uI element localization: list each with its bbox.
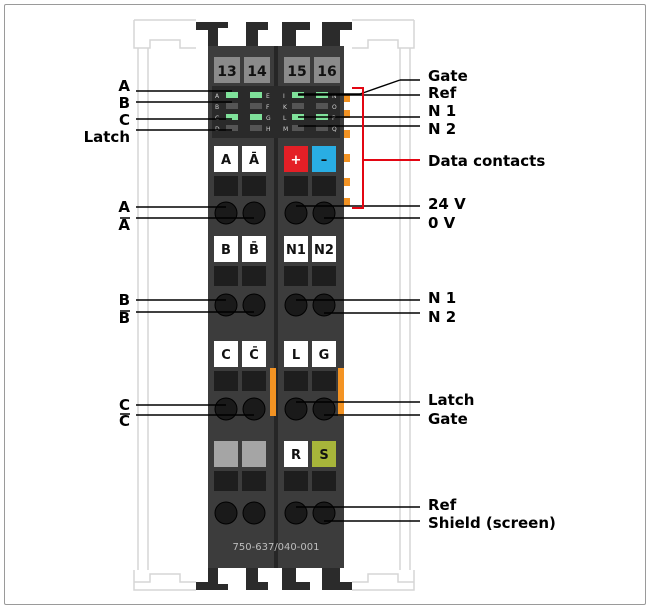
slot-numbers: 13 14 15 16 bbox=[214, 57, 340, 83]
tile-plus: + bbox=[291, 153, 302, 168]
slot-number-13: 13 bbox=[217, 64, 236, 80]
label-term-shield: Shield (screen) bbox=[428, 514, 556, 532]
label-led-gate: Gate bbox=[428, 67, 468, 85]
housing-divider bbox=[274, 46, 278, 568]
data-contact-pads bbox=[344, 94, 350, 206]
left-callout-lines bbox=[136, 90, 254, 416]
svg-text:P: P bbox=[332, 115, 336, 122]
label-led-latch: Latch bbox=[84, 128, 130, 146]
label-term-b: B bbox=[119, 291, 130, 309]
label-led-n1: N 1 bbox=[428, 102, 456, 120]
led-latch bbox=[226, 125, 238, 131]
svg-text:N: N bbox=[332, 93, 337, 100]
svg-text:I: I bbox=[283, 93, 285, 100]
svg-text:E: E bbox=[266, 93, 270, 100]
label-term-n2: N 2 bbox=[428, 308, 456, 326]
label-term-gate: Gate bbox=[428, 410, 468, 428]
label-0v: 0 V bbox=[428, 214, 456, 232]
label-term-c: C bbox=[119, 396, 130, 414]
left-labels: A B C Latch A A B B C C bbox=[84, 77, 131, 430]
label-term-n1: N 1 bbox=[428, 289, 456, 307]
terminal-row-3: C C̄ L G bbox=[214, 341, 344, 416]
tile-c-bar: C̄ bbox=[249, 347, 259, 363]
svg-text:F: F bbox=[266, 104, 270, 111]
svg-text:G: G bbox=[266, 115, 271, 122]
label-led-a: A bbox=[118, 77, 130, 95]
tile-a: A bbox=[221, 153, 231, 168]
tile-n2: N2 bbox=[314, 243, 334, 258]
svg-text:A: A bbox=[215, 93, 220, 100]
right-labels: Gate Ref N 1 N 2 Data contacts 24 V 0 V … bbox=[428, 67, 556, 532]
data-contacts-bracket bbox=[352, 87, 420, 209]
label-term-c-bar: C bbox=[119, 412, 130, 430]
svg-text:O: O bbox=[332, 104, 337, 111]
tile-b-bar: B̄ bbox=[249, 242, 259, 258]
tile-b: B bbox=[221, 243, 231, 258]
top-clips bbox=[196, 22, 352, 48]
label-led-ref: Ref bbox=[428, 84, 457, 102]
slot-number-15: 15 bbox=[287, 64, 306, 80]
led-a bbox=[226, 92, 238, 98]
part-number: 750-637/040-001 bbox=[233, 542, 320, 553]
label-led-b: B bbox=[119, 94, 130, 112]
led-n2 bbox=[292, 125, 304, 131]
label-24v: 24 V bbox=[428, 195, 466, 213]
terminal-row-4: R S bbox=[214, 441, 336, 491]
terminal-row-1: A Ā + – bbox=[214, 146, 336, 196]
led-ref bbox=[292, 103, 304, 109]
label-term-ref: Ref bbox=[428, 496, 457, 514]
diagram-frame bbox=[4, 4, 646, 605]
led-c bbox=[226, 114, 238, 120]
slot-number-16: 16 bbox=[317, 64, 336, 80]
svg-text:B: B bbox=[215, 104, 219, 111]
tile-minus: – bbox=[321, 153, 328, 168]
tile-a-bar: Ā bbox=[249, 153, 259, 168]
tile-l: L bbox=[292, 348, 300, 363]
led-b bbox=[226, 103, 238, 109]
tile-c: C bbox=[221, 348, 231, 363]
tile-r: R bbox=[291, 448, 301, 463]
svg-text:K: K bbox=[283, 104, 288, 111]
terminal-row-2: B B̄ N1 N2 bbox=[214, 236, 336, 286]
svg-text:M: M bbox=[283, 126, 288, 133]
svg-text:H: H bbox=[266, 126, 271, 133]
svg-text:L: L bbox=[283, 115, 287, 122]
label-led-n2: N 2 bbox=[428, 120, 456, 138]
label-term-latch: Latch bbox=[428, 391, 474, 409]
slot-number-14: 14 bbox=[247, 64, 267, 80]
label-term-b-bar: B bbox=[119, 309, 130, 327]
bottom-clips bbox=[196, 566, 352, 590]
label-led-c: C bbox=[119, 111, 130, 129]
tile-n1: N1 bbox=[286, 243, 306, 258]
din-rail-outline bbox=[133, 19, 415, 591]
tile-s: S bbox=[319, 448, 328, 463]
right-callout-lines bbox=[296, 79, 420, 522]
label-term-a: A bbox=[118, 198, 130, 216]
tile-g: G bbox=[319, 348, 330, 363]
label-term-a-bar: A bbox=[118, 216, 130, 234]
svg-text:Q: Q bbox=[332, 126, 337, 133]
label-data-contacts: Data contacts bbox=[428, 152, 545, 170]
